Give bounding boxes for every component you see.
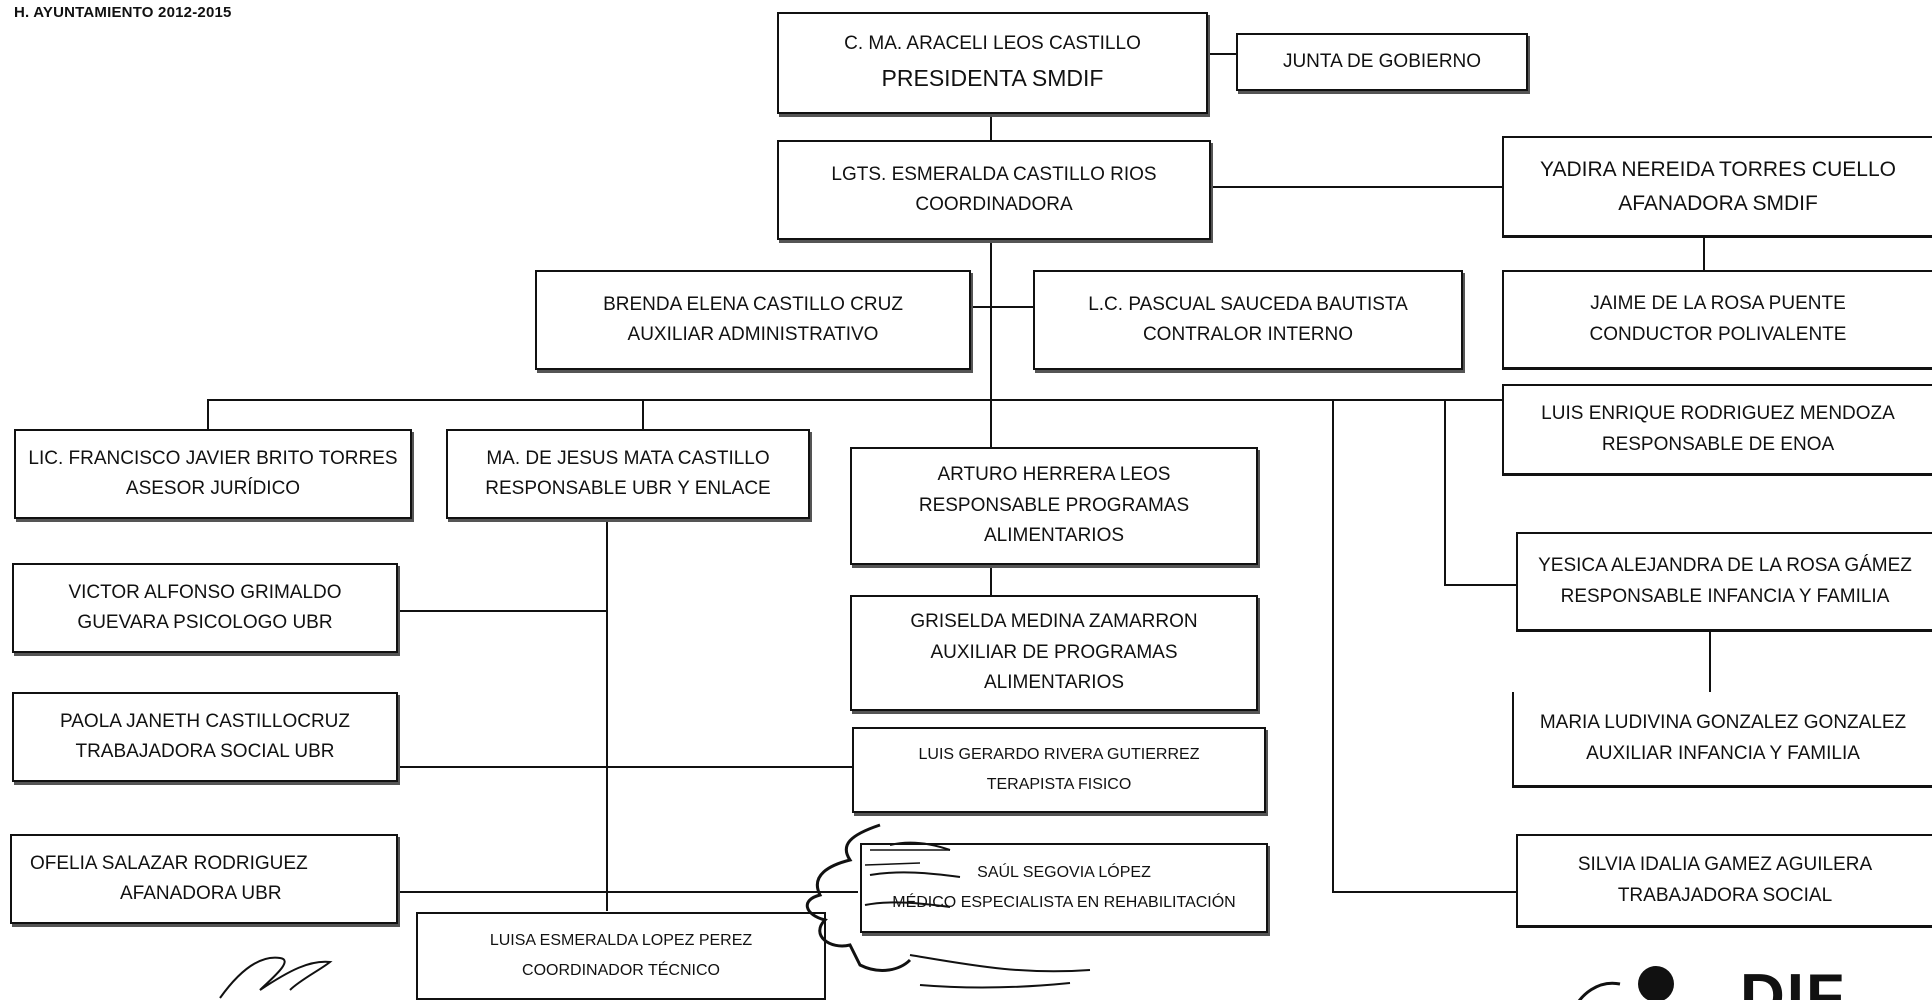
box-asesor: LIC. FRANCISCO JAVIER BRITO TORRES ASESO… [14, 429, 412, 519]
connector [1444, 584, 1516, 586]
box-medico: SAÚL SEGOVIA LÓPEZ MÉDICO ESPECIALISTA E… [860, 843, 1268, 933]
connector [1206, 53, 1236, 55]
aux-prog-role2: ALIMENTARIOS [983, 672, 1125, 694]
prog-alim-name: ARTURO HERRERA LEOS [937, 464, 1171, 486]
presidenta-role: PRESIDENTA SMDIF [881, 64, 1104, 91]
header-title: H. AYUNTAMIENTO 2012-2015 [14, 4, 232, 21]
box-trab-social-ubr: PAOLA JANETH CASTILLOCRUZ TRABAJADORA SO… [12, 692, 398, 782]
medico-name: SAÚL SEGOVIA LÓPEZ [977, 864, 1151, 882]
box-aux-admin: BRENDA ELENA CASTILLO CRUZ AUXILIAR ADMI… [535, 270, 971, 370]
afanadora-ubr-name: OFELIA SALAZAR RODRIGUEZ [30, 852, 308, 874]
connector [606, 491, 608, 911]
connector [1332, 399, 1334, 893]
box-trab-social: SILVIA IDALIA GAMEZ AGUILERA TRABAJADORA… [1516, 834, 1932, 928]
box-junta: JUNTA DE GOBIERNO [1236, 33, 1528, 91]
box-conductor: JAIME DE LA ROSA PUENTE CONDUCTOR POLIVA… [1502, 270, 1932, 370]
aux-infancia-role: AUXILIAR INFANCIA Y FAMILIA [1586, 742, 1860, 764]
connector [990, 112, 992, 142]
aux-prog-name: GRISELDA MEDINA ZAMARRON [910, 611, 1198, 633]
box-prog-alim: ARTURO HERRERA LEOS RESPONSABLE PROGRAMA… [850, 447, 1258, 565]
medico-role: MÉDICO ESPECIALISTA EN REHABILITACIÓN [892, 894, 1236, 911]
connector [642, 399, 644, 429]
box-aux-prog: GRISELDA MEDINA ZAMARRON AUXILIAR DE PRO… [850, 595, 1258, 711]
psicologo-role: GUEVARA PSICOLOGO UBR [77, 612, 333, 633]
aux-infancia-name: MARIA LUDIVINA GONZALEZ GONZALEZ [1539, 712, 1907, 734]
ubr-name: MA. DE JESUS MATA CASTILLO [486, 447, 770, 469]
trab-social-ubr-role: TRABAJADORA SOCIAL UBR [75, 741, 335, 762]
official-stamp [806, 823, 1091, 989]
box-aux-infancia: MARIA LUDIVINA GONZALEZ GONZALEZ AUXILIA… [1512, 692, 1932, 788]
connector [1212, 186, 1502, 188]
box-infancia: YESICA ALEJANDRA DE LA ROSA GÁMEZ RESPON… [1516, 532, 1932, 632]
box-afanadora-ubr: OFELIA SALAZAR RODRIGUEZ AFANADORA UBR [10, 834, 398, 924]
enoa-role: RESPONSABLE DE ENOA [1601, 433, 1835, 455]
signature [219, 956, 333, 999]
infancia-role: RESPONSABLE INFANCIA Y FAMILIA [1560, 585, 1890, 607]
psicologo-name: VICTOR ALFONSO GRIMALDO [68, 581, 342, 603]
box-afanadora-smdif: YADIRA NEREIDA TORRES CUELLO AFANADORA S… [1502, 136, 1932, 238]
asesor-role: ASESOR JURÍDICO [125, 478, 301, 499]
connector [207, 399, 1503, 401]
box-psicologo: VICTOR ALFONSO GRIMALDO GUEVARA PSICOLOG… [12, 563, 398, 653]
connector [990, 565, 992, 595]
prog-alim-role2: ALIMENTARIOS [983, 525, 1125, 547]
connector [971, 306, 1033, 308]
conductor-role: CONDUCTOR POLIVALENTE [1589, 323, 1847, 345]
aux-admin-name: BRENDA ELENA CASTILLO CRUZ [603, 293, 903, 315]
terapista-name: LUIS GERARDO RIVERA GUTIERREZ [918, 746, 1200, 764]
trab-social-role: TRABAJADORA SOCIAL [1617, 884, 1833, 906]
contralor-role: CONTRALOR INTERNO [1142, 324, 1354, 345]
connector [990, 240, 992, 399]
box-terapista: LUIS GERARDO RIVERA GUTIERREZ TERAPISTA … [852, 727, 1266, 813]
afanadora-smdif-role: AFANADORA SMDIF [1618, 191, 1818, 215]
contralor-name: L.C. PASCUAL SAUCEDA BAUTISTA [1088, 293, 1408, 315]
asesor-name: LIC. FRANCISCO JAVIER BRITO TORRES [28, 447, 398, 469]
box-coordinadora: LGTS. ESMERALDA CASTILLO RIOS COORDINADO… [777, 140, 1211, 240]
connector [398, 610, 608, 612]
box-contralor: L.C. PASCUAL SAUCEDA BAUTISTA CONTRALOR … [1033, 270, 1463, 370]
connector [990, 399, 992, 447]
connector [1703, 238, 1705, 270]
connector [398, 891, 858, 893]
connector [1709, 632, 1711, 692]
coord-tecnico-name: LUISA ESMERALDA LOPEZ PEREZ [489, 932, 753, 950]
trab-social-ubr-name: PAOLA JANETH CASTILLOCRUZ [60, 710, 350, 732]
coordinadora-name: LGTS. ESMERALDA CASTILLO RIOS [831, 163, 1157, 185]
dif-logo-text: DIF [1740, 962, 1846, 1000]
coord-tecnico-role: COORDINADOR TÉCNICO [522, 962, 720, 979]
connector [207, 399, 209, 429]
connector [1444, 399, 1446, 586]
coordinadora-role: COORDINADORA [915, 194, 1073, 215]
presidenta-name: C. MA. ARACELI LEOS CASTILLO [844, 33, 1141, 55]
box-coord-tecnico: LUISA ESMERALDA LOPEZ PEREZ COORDINADOR … [416, 912, 826, 1000]
infancia-name: YESICA ALEJANDRA DE LA ROSA GÁMEZ [1538, 555, 1912, 577]
afanadora-ubr-role: AFANADORA UBR [120, 883, 282, 904]
aux-admin-role: AUXILIAR ADMINISTRATIVO [627, 324, 879, 345]
connector [1332, 891, 1516, 893]
connector [398, 766, 852, 768]
box-ubr: MA. DE JESUS MATA CASTILLO RESPONSABLE U… [446, 429, 810, 519]
box-enoa: LUIS ENRIQUE RODRIGUEZ MENDOZA RESPONSAB… [1502, 384, 1932, 476]
afanadora-smdif-name: YADIRA NEREIDA TORRES CUELLO [1540, 157, 1896, 181]
conductor-name: JAIME DE LA ROSA PUENTE [1590, 293, 1846, 315]
dif-logo: DIF [1560, 962, 1890, 1000]
enoa-name: LUIS ENRIQUE RODRIGUEZ MENDOZA [1541, 403, 1895, 425]
box-presidenta: C. MA. ARACELI LEOS CASTILLO PRESIDENTA … [777, 12, 1208, 114]
terapista-role: TERAPISTA FISICO [986, 776, 1132, 793]
prog-alim-role: RESPONSABLE PROGRAMAS [918, 494, 1190, 516]
ubr-role: RESPONSABLE UBR Y ENLACE [485, 478, 771, 499]
junta-name: JUNTA DE GOBIERNO [1282, 50, 1482, 72]
aux-prog-role: AUXILIAR DE PROGRAMAS [930, 641, 1178, 663]
trab-social-name: SILVIA IDALIA GAMEZ AGUILERA [1577, 854, 1873, 876]
